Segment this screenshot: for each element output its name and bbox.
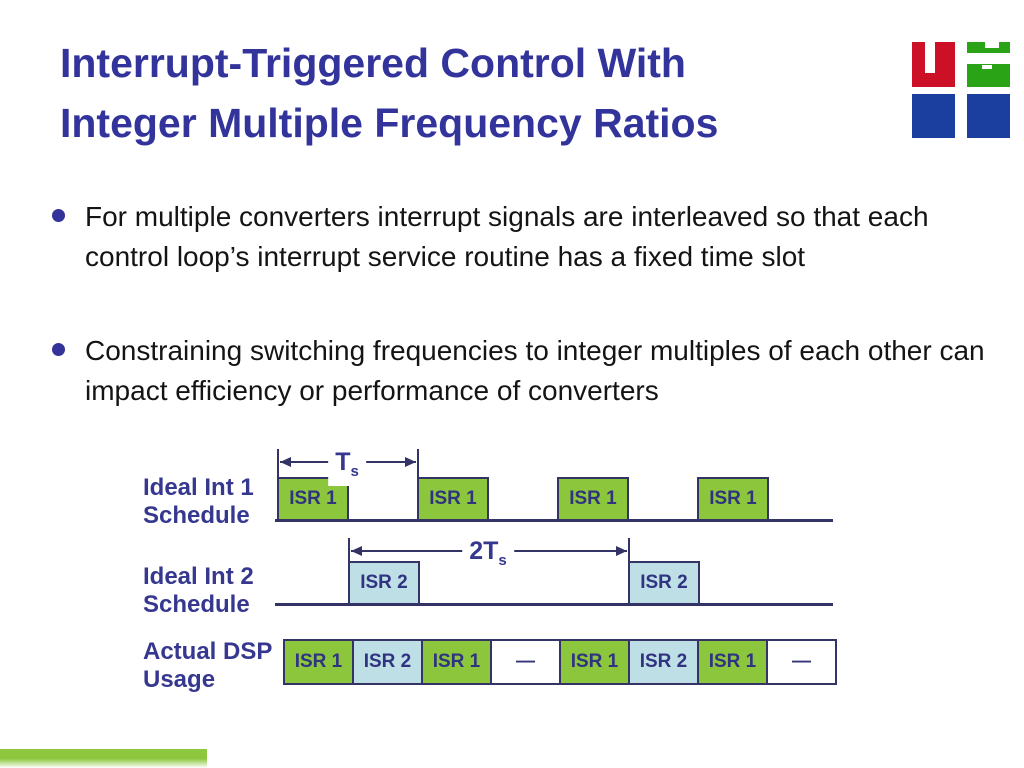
logo-green-notch-top [985,42,999,48]
logo-red-slot [925,42,936,74]
dsp-cell-idle: — [766,639,837,685]
isr1-box: ISR 1 [697,477,769,521]
two-ts-label-sub: s [498,552,507,569]
row-label-line: Usage [143,666,216,693]
bullet-dot [52,209,65,222]
slide-title: Interrupt-Triggered Control With Integer… [60,33,940,153]
logo-green-notch-mid [982,64,992,70]
bullet-dot [52,343,65,356]
ts-label-base: T [335,448,351,476]
logo-square-blue-1 [912,94,955,138]
logo-square-green [967,42,1010,87]
logo-square-blue-2 [967,94,1010,138]
logo-green-gap [967,52,1010,65]
uf-logo [912,42,1010,139]
ts-label: Ts [328,448,366,486]
row-label-ideal-int-2: Ideal Int 2 Schedule [143,563,254,619]
footer-accent-bar [0,749,207,768]
isr1-box: ISR 1 [417,477,489,521]
isr2-box: ISR 2 [628,561,700,605]
logo-square-red [912,42,955,87]
bullet-text-1: For multiple converters interrupt signal… [85,201,929,272]
row-label-line: Ideal Int 1 [143,474,254,501]
isr2-box: ISR 2 [348,561,420,605]
dsp-usage-row: ISR 1 ISR 2 ISR 1 — ISR 1 ISR 2 ISR 1 — [283,639,837,685]
dimension-tick [628,538,630,561]
dsp-cell-isr1: ISR 1 [283,639,354,685]
timeline-baseline-2 [275,603,833,606]
title-line-2: Integer Multiple Frequency Ratios [60,100,719,146]
dsp-cell-idle: — [490,639,561,685]
row-label-line: Ideal Int 2 [143,563,254,590]
dsp-cell-isr1: ISR 1 [559,639,630,685]
two-ts-label-base: 2T [469,537,499,565]
arrowhead-right-icon [405,457,416,467]
dimension-tick [417,449,419,477]
ts-label-sub: s [350,463,359,480]
row-label-line: Actual DSP [143,638,273,665]
two-ts-label: 2Ts [462,537,514,575]
dimension-tick [277,449,279,477]
timeline-baseline-1 [275,519,833,522]
arrowhead-left-icon [351,546,362,556]
dsp-cell-isr1: ISR 1 [697,639,768,685]
row-label-line: Schedule [143,502,250,529]
dsp-cell-isr2: ISR 2 [628,639,699,685]
row-label-ideal-int-1: Ideal Int 1 Schedule [143,474,254,530]
row-label-line: Schedule [143,591,250,618]
arrowhead-right-icon [616,546,627,556]
isr1-box: ISR 1 [557,477,629,521]
row-label-actual-dsp: Actual DSP Usage [143,638,272,694]
dimension-tick [348,538,350,561]
title-line-1: Interrupt-Triggered Control With [60,40,686,86]
dsp-cell-isr1: ISR 1 [421,639,492,685]
bullet-text-2: Constraining switching frequencies to in… [85,335,985,406]
arrowhead-left-icon [280,457,291,467]
dsp-cell-isr2: ISR 2 [352,639,423,685]
